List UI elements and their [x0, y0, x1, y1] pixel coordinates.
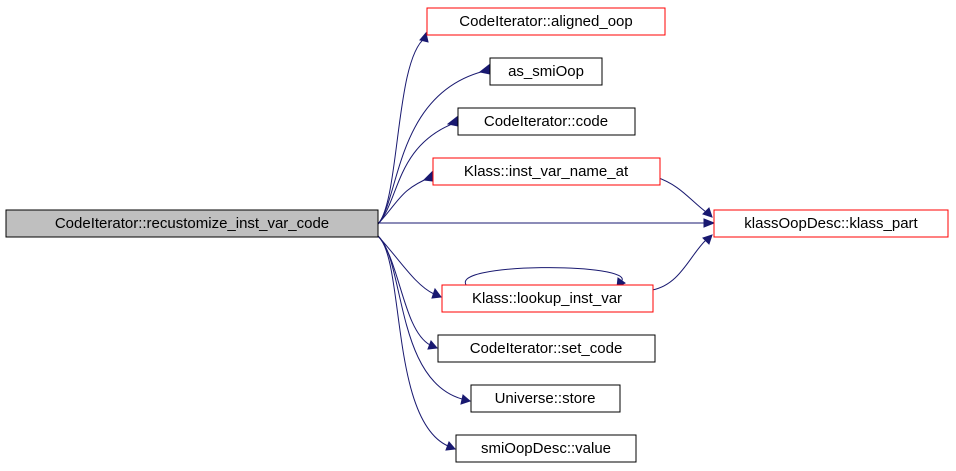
node-label: as_smiOop — [508, 63, 584, 80]
node-label: CodeIterator::set_code — [470, 340, 623, 357]
edge-inst-var-name-at-to-klass-part — [655, 176, 713, 218]
nodes: CodeIterator::recustomize_inst_var_code … — [5, 7, 949, 463]
node-label: Universe::store — [495, 390, 596, 407]
node-klass-part[interactable]: klassOopDesc::klass_part — [713, 209, 949, 238]
node-universe-store[interactable]: Universe::store — [470, 384, 621, 413]
node-lookup-inst-var[interactable]: Klass::lookup_inst_var — [441, 284, 654, 313]
node-aligned-oop[interactable]: CodeIterator::aligned_oop — [426, 7, 666, 36]
edge-root-to-aligned-oop — [377, 31, 429, 225]
edge-root-to-store — [377, 235, 471, 405]
node-set-code[interactable]: CodeIterator::set_code — [437, 334, 656, 363]
node-recustomize-inst-var-code[interactable]: CodeIterator::recustomize_inst_var_code — [5, 209, 379, 238]
node-code[interactable]: CodeIterator::code — [457, 107, 636, 136]
node-label: CodeIterator::recustomize_inst_var_code — [55, 215, 329, 232]
edge-lookup-inst-var-to-klass-part — [651, 234, 713, 291]
edge-root-to-code — [377, 116, 459, 225]
node-label: Klass::inst_var_name_at — [464, 163, 629, 180]
edge-root-to-lookup-inst-var — [377, 235, 442, 299]
node-label: smiOopDesc::value — [481, 440, 611, 457]
edges — [377, 31, 716, 451]
node-label: Klass::lookup_inst_var — [472, 290, 622, 307]
edge-root-to-value — [377, 235, 456, 451]
edge-root-to-klass-part — [378, 218, 716, 228]
node-as-smioop[interactable]: as_smiOop — [489, 57, 603, 86]
node-label: CodeIterator::aligned_oop — [459, 13, 632, 30]
node-label: CodeIterator::code — [484, 113, 608, 130]
node-label: klassOopDesc::klass_part — [744, 215, 918, 232]
node-smioopdesc-value[interactable]: smiOopDesc::value — [455, 434, 637, 463]
node-inst-var-name-at[interactable]: Klass::inst_var_name_at — [432, 157, 661, 186]
